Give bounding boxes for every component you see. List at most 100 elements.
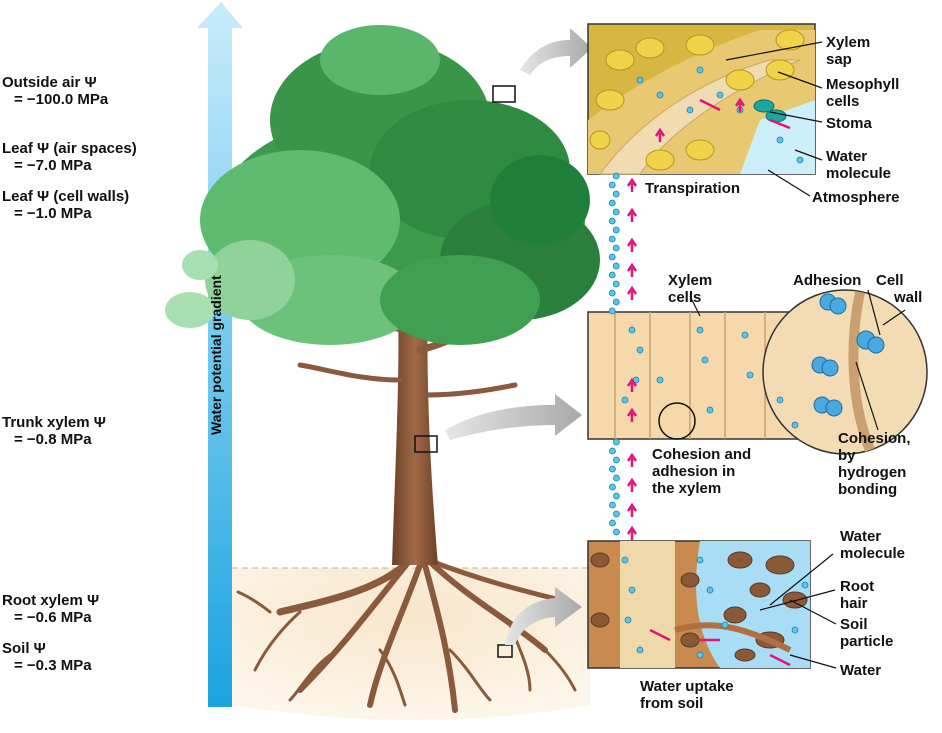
water-molecule-dot — [609, 465, 616, 473]
water-molecule-dot — [608, 307, 616, 315]
trunk-xylem-value: = −0.8 MPa — [14, 431, 92, 448]
water-molecule-dot — [776, 136, 784, 144]
water-molecule-dot — [608, 199, 616, 207]
cohesion-adhesion-caption: Cohesion and adhesion in the xylem — [652, 446, 751, 497]
leaf-air-spaces-label: Leaf Ψ (air spaces) = −7.0 MPa — [2, 140, 137, 174]
soil-particle-line2: particle — [840, 633, 894, 650]
water-molecule-dot — [612, 190, 620, 198]
indicator-boxes — [414, 85, 516, 658]
cell-wall-line2: wall — [894, 289, 923, 306]
water-label: Water — [840, 662, 882, 679]
water-molecule-dot — [706, 586, 714, 594]
xylem-sap-line1: Xylem — [826, 34, 871, 51]
water-flow-arrow — [626, 285, 638, 300]
root-hair-line2: hair — [840, 595, 868, 612]
water-flow-arrows — [626, 97, 791, 667]
soil-ground — [232, 567, 590, 720]
water-molecule-dot — [656, 91, 664, 99]
water-molecule-root-line1: Water — [840, 528, 882, 545]
water-molecule-dot — [612, 208, 620, 216]
water-flow-arrow — [626, 502, 638, 517]
outside-air-value: = −100.0 MPa — [14, 91, 109, 108]
adhesion-label: Adhesion — [793, 272, 862, 289]
water-molecule-dot — [608, 271, 616, 279]
water-flow-arrow — [734, 97, 746, 112]
water-molecule-dot — [608, 253, 616, 261]
gradient-label: Water potential gradient — [208, 275, 224, 435]
water-molecule-dot — [741, 331, 749, 339]
water-molecule-root-label: Water molecule — [840, 528, 905, 562]
atmosphere-label: Atmosphere — [812, 189, 900, 206]
water-uptake-caption: Water uptake from soil — [640, 678, 734, 712]
cohesion-line3: hydrogen — [838, 464, 907, 481]
leader-lines — [689, 41, 906, 669]
water-flow-arrow — [626, 407, 638, 422]
water-molecule-dot — [608, 235, 616, 243]
water-molecule-dot — [791, 626, 799, 634]
cohesion-line4: bonding — [838, 481, 898, 498]
water-molecule-dot — [628, 326, 636, 334]
water-flow-arrow — [626, 452, 638, 467]
mesophyll-line1: Mesophyll — [826, 76, 900, 93]
soil-label: Soil Ψ = −0.3 MPa — [2, 640, 92, 674]
water-molecule-dot — [609, 483, 616, 491]
water-molecule-dot — [696, 326, 704, 334]
soil-particle-label: Soil particle — [840, 616, 893, 650]
water-molecule-dot — [608, 289, 616, 297]
water-molecule-leaf-line1: Water — [826, 148, 868, 165]
water-flow-arrow — [626, 262, 638, 277]
trunk-caption-line1: Cohesion and — [652, 446, 752, 463]
leaf-cell-walls-label: Leaf Ψ (cell walls) = −1.0 MPa — [2, 188, 129, 222]
water-molecule-dot — [801, 581, 809, 589]
water-molecule-dot — [609, 501, 616, 509]
water-molecule-dot — [609, 519, 616, 527]
water-flow-arrow — [626, 477, 638, 492]
water-molecule-dot — [613, 528, 620, 536]
water-flow-arrow — [769, 118, 791, 130]
trunk-detail-panel — [587, 289, 928, 455]
root-xylem-label: Root xylem Ψ = −0.6 MPa — [2, 592, 99, 626]
xylem-cells-line2: cells — [668, 289, 702, 306]
water-molecule-dot — [628, 586, 636, 594]
cohesion-line2: by — [838, 447, 856, 464]
water-molecule-dot — [612, 226, 620, 234]
water-molecule-dot — [636, 346, 644, 354]
water-molecule-dot — [716, 91, 724, 99]
water-molecule-dots — [608, 66, 809, 659]
water-molecule-dot — [612, 280, 620, 288]
water-molecule-dot — [612, 298, 620, 306]
outside-air-name: Outside air Ψ — [2, 74, 97, 91]
water-molecule-dot — [621, 396, 629, 404]
water-molecule-dot — [609, 447, 616, 455]
water-molecule-dot — [696, 651, 704, 659]
water-flow-arrow — [769, 653, 791, 667]
mesophyll-line2: cells — [826, 93, 860, 110]
water-molecule-dot — [721, 621, 729, 629]
water-flow-arrow — [626, 237, 638, 252]
mesophyll-cells-label: Mesophyll cells — [826, 76, 899, 110]
water-flow-arrow — [626, 377, 638, 392]
root-xylem-name: Root xylem Ψ — [2, 592, 100, 609]
water-molecule-dot — [613, 456, 620, 464]
leaf-air-spaces-name: Leaf Ψ (air spaces) — [2, 140, 137, 157]
xylem-cells-line1: Xylem — [668, 272, 713, 289]
water-molecule-dot — [613, 438, 620, 446]
water-molecule-dot — [656, 376, 664, 384]
water-molecule-leaf-line2: molecule — [826, 165, 892, 182]
cell-wall-label: Cell wall — [876, 272, 922, 306]
water-molecule-root-line2: molecule — [840, 545, 906, 562]
water-molecule-dot — [612, 244, 620, 252]
cohesion-line1: Cohesion, — [838, 430, 911, 447]
water-flow-arrow — [626, 177, 638, 192]
stoma-label: Stoma — [826, 115, 872, 132]
leaf-detail-panel — [587, 23, 816, 175]
water-molecule-dot — [686, 106, 694, 114]
water-flow-arrow — [626, 207, 638, 222]
water-molecule-dot — [636, 76, 644, 84]
water-molecule-dot — [613, 510, 620, 518]
water-molecule-dot — [608, 217, 616, 225]
water-molecule-dot — [613, 492, 620, 500]
outside-air-label: Outside air Ψ = −100.0 MPa — [2, 74, 108, 108]
soil-particle-line1: Soil — [840, 616, 868, 633]
